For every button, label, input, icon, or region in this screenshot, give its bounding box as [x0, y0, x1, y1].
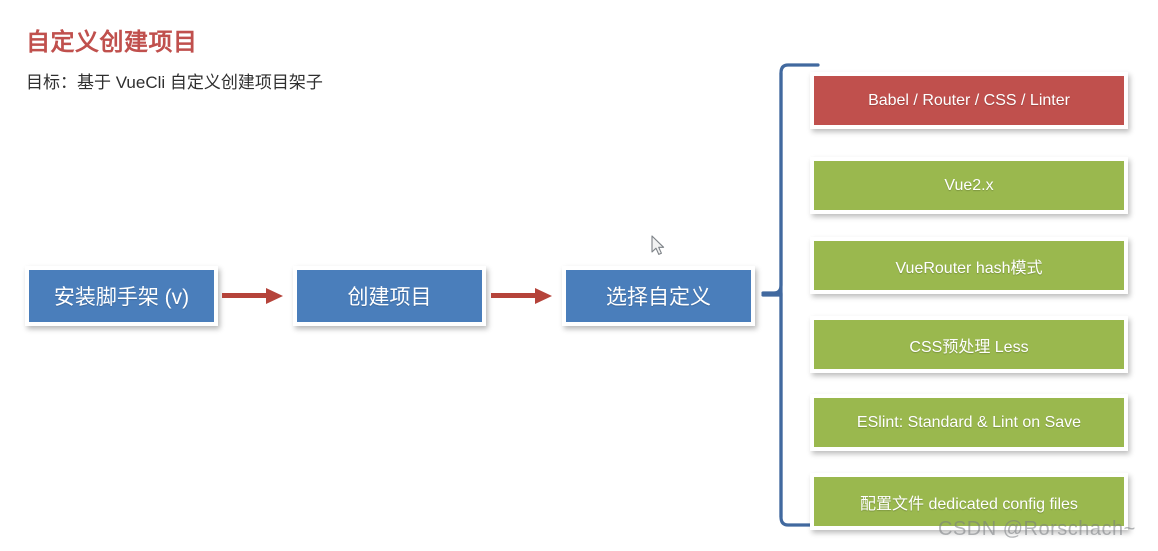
option-box-vuerouter-hash[interactable]: VueRouter hash模式 [810, 237, 1128, 294]
option-box-eslint-standard[interactable]: ESlint: Standard & Lint on Save [810, 394, 1128, 451]
arrow-right-icon-2 [491, 288, 553, 304]
page-title: 自定义创建项目 [26, 29, 198, 56]
page-subtitle: 目标：基于 VueCli 自定义创建项目架子 [26, 73, 323, 92]
option-box-babel-router-css-linter[interactable]: Babel / Router / CSS / Linter [810, 72, 1128, 129]
option-box-dedicated-config-files[interactable]: 配置文件 dedicated config files [810, 473, 1128, 530]
mouse-cursor-icon [651, 235, 665, 255]
watermark-text: CSDN @Rorschach~ [938, 518, 1136, 540]
arrow-head [535, 288, 552, 304]
arrow-shaft [222, 293, 268, 298]
arrow-head [266, 288, 283, 304]
option-box-css-preprocessor-less[interactable]: CSS预处理 Less [810, 316, 1128, 373]
flow-step-install[interactable]: 安装脚手架 (v) [25, 266, 218, 326]
arrow-shaft [491, 293, 537, 298]
arrow-right-icon-1 [222, 288, 284, 304]
flow-step-create[interactable]: 创建项目 [293, 266, 486, 326]
curly-bracket-icon [761, 63, 820, 527]
option-box-vue2x[interactable]: Vue2.x [810, 157, 1128, 214]
flow-step-custom[interactable]: 选择自定义 [562, 266, 755, 326]
